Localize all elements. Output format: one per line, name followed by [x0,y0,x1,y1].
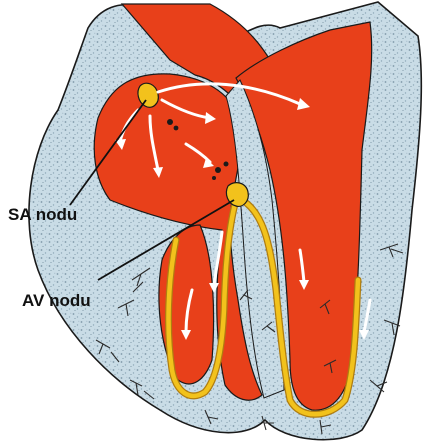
av-node-label: AV nodu [22,292,91,309]
sa-node-label: SA nodu [8,206,77,223]
